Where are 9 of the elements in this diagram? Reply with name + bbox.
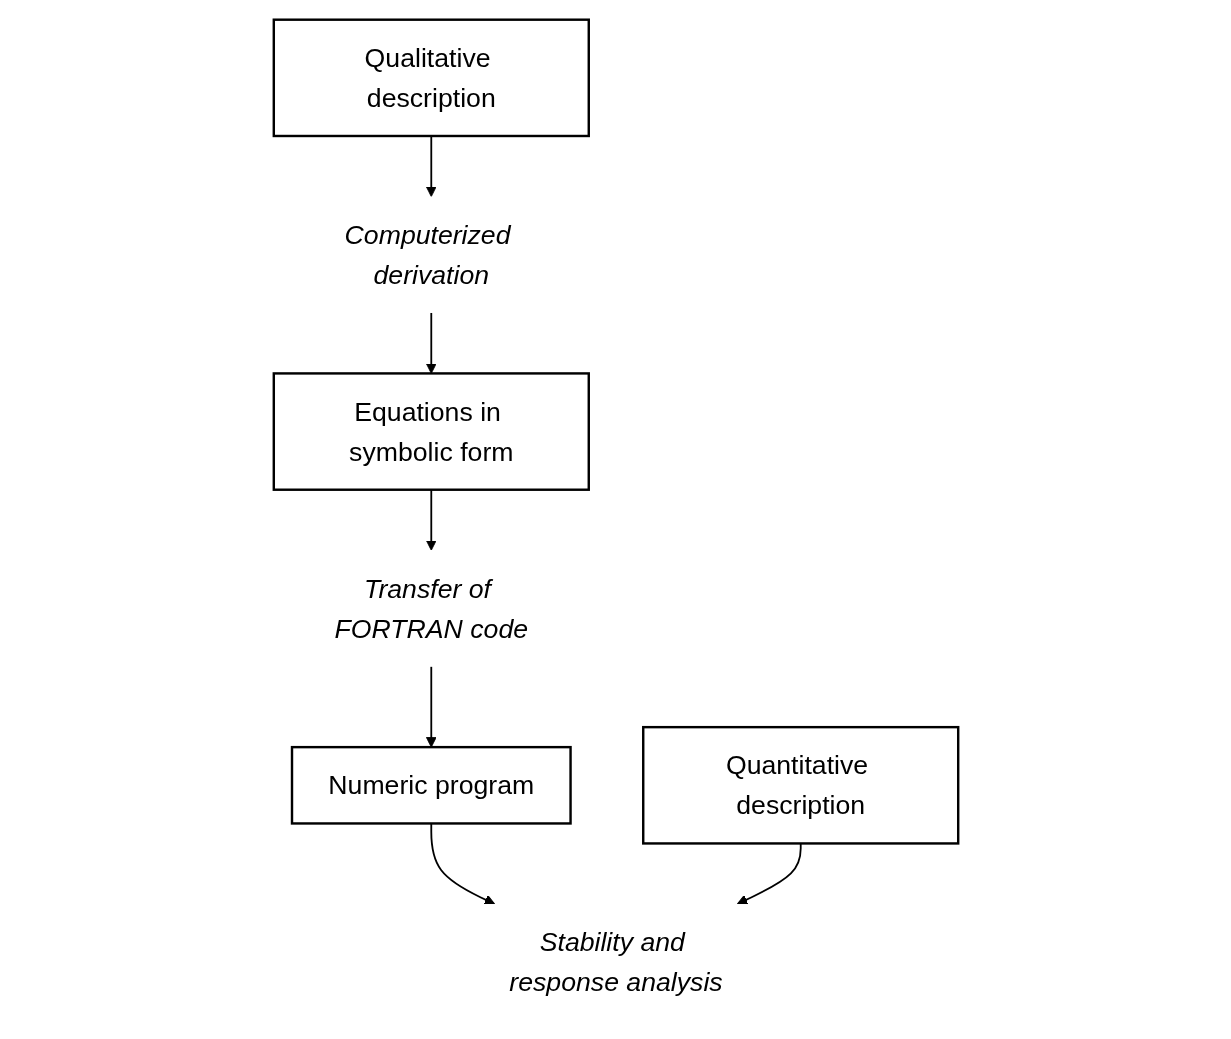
node-text: Computerized derivation — [344, 219, 511, 290]
node-box: Numeric program — [290, 745, 572, 825]
node-text: Stability and response analysis — [508, 926, 723, 997]
node-box: Qualitative description — [272, 18, 590, 137]
node-box: Quantitative description — [641, 725, 959, 845]
node-text: Transfer of FORTRAN code — [334, 572, 528, 644]
node-box: Equations in symbolic form — [272, 371, 590, 491]
arrow — [736, 842, 802, 905]
arrow — [429, 822, 495, 905]
